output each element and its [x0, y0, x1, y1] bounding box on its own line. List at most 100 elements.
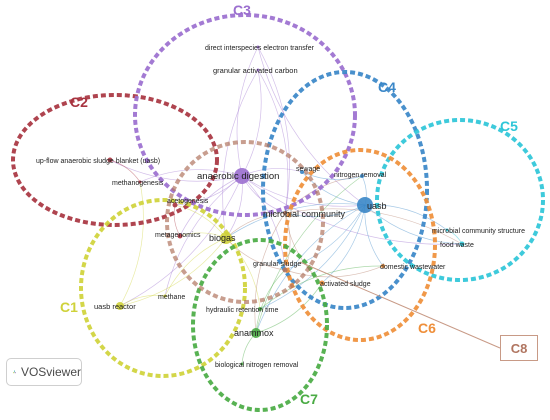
link-anammox-nitrogen-removal — [255, 175, 363, 334]
node-microbial-community[interactable]: microbial community — [263, 209, 346, 219]
node-microbial-community-structure-dot[interactable] — [445, 228, 449, 232]
node-activated-sludge-label: activated sludge — [320, 281, 371, 288]
node-food-waste-label: food waste — [440, 242, 474, 249]
cluster-ring-layer — [11, 13, 545, 412]
node-sewage-dot[interactable] — [300, 170, 304, 174]
node-domestic-wastewater-label: domestic wastewater — [380, 264, 446, 271]
cluster-ring-c7 — [191, 238, 329, 412]
link-direct-interspecies-microbial-community — [257, 46, 290, 214]
link-uasb-reactor-methane — [119, 295, 166, 307]
link-uasb-microbial-community — [284, 204, 366, 218]
node-activated-sludge-dot[interactable] — [319, 280, 325, 286]
cluster-ring-c8 — [165, 140, 325, 304]
node-anaerobic-digestion-dot[interactable] — [234, 168, 250, 184]
link-microbial-community-granular-sludge — [284, 212, 291, 271]
cluster-label-c1: C1 — [60, 299, 78, 315]
node-metagenomics-dot[interactable] — [177, 233, 183, 239]
node-granular-activated-carbon-dot[interactable] — [256, 68, 260, 72]
link-uasb-anammox — [255, 204, 366, 334]
link-microbial-community-anammox — [254, 212, 286, 334]
link-microbial-community-biogas — [225, 212, 286, 239]
node-nitrogen-removal-label: nitrogen removal — [334, 172, 387, 179]
link-uasb-microbial-community-structure — [364, 204, 448, 231]
node-metagenomics[interactable]: metagenomics — [155, 232, 201, 239]
node-uasb-reactor-dot[interactable] — [116, 302, 124, 310]
node-activated-sludge[interactable]: activated sludge — [319, 280, 371, 289]
node-sewage-label: sewage — [296, 166, 320, 173]
link-anaerobic-digestion-uasb-reactor — [119, 175, 243, 307]
node-granular-sludge-dot[interactable] — [282, 267, 288, 273]
node-direct-interspecies-label: direct interspecies electron transfer — [205, 45, 315, 52]
node-sewage[interactable]: sewage — [296, 166, 320, 174]
link-granular-activated-carbon-microbial-community — [257, 69, 289, 214]
node-acetogenesis-dot[interactable] — [172, 202, 178, 208]
link-biogas-hydraulic-retention-time — [225, 237, 261, 310]
node-metagenomics-label: metagenomics — [155, 232, 201, 239]
node-nitrogen-removal-dot[interactable] — [360, 174, 364, 178]
link-uasb-activated-sludge — [321, 204, 366, 284]
vosviewer-badge: VOSviewer — [6, 358, 82, 386]
vosviewer-logo-icon — [13, 370, 16, 374]
cluster-label-c2: C2 — [70, 94, 88, 110]
link-anaerobic-digestion-food-waste — [241, 175, 463, 245]
node-biogas-label: biogas — [209, 233, 236, 243]
node-biological-nitrogen-removal[interactable]: biological nitrogen removal — [215, 362, 299, 369]
node-biogas[interactable]: biogas — [209, 232, 236, 244]
node-direct-interspecies[interactable]: direct interspecies electron transfer — [205, 45, 315, 52]
node-acetogenesis-label: acetogenesis — [167, 198, 209, 205]
node-anaerobic-digestion[interactable]: anaerobic digestion — [197, 168, 279, 184]
link-metagenomics-acetogenesis — [173, 204, 181, 237]
node-methanogenesis[interactable]: methanogenesis — [112, 180, 164, 187]
link-uasb-food-waste — [364, 204, 463, 245]
node-hydraulic-retention-time-label: hydraulic retention time — [206, 307, 278, 314]
node-uasb[interactable]: uasb — [357, 197, 387, 213]
node-food-waste[interactable]: food waste — [440, 241, 474, 250]
node-microbial-community-structure[interactable]: microbial community structure — [432, 228, 525, 235]
cluster-label-c6: C6 — [418, 320, 436, 336]
node-methane-dot[interactable] — [163, 294, 167, 298]
node-upflow-anaerobic-label: up-flow anaerobic sludge blanket (uasb) — [36, 158, 160, 165]
link-layer — [109, 46, 463, 365]
node-uasb-reactor-label: uasb reactor — [94, 302, 136, 311]
link-uasb-reactor-methanogenesis — [119, 181, 144, 307]
node-nitrogen-removal[interactable]: nitrogen removal — [334, 172, 387, 179]
node-uasb-label: uasb — [367, 201, 387, 211]
node-microbial-community-dot[interactable] — [283, 211, 287, 215]
link-upflow-anaerobic-methanogenesis — [109, 159, 141, 183]
node-granular-activated-carbon[interactable]: granular activated carbon — [213, 66, 298, 75]
node-hydraulic-retention-time-dot[interactable] — [258, 307, 262, 311]
node-food-waste-dot[interactable] — [459, 241, 465, 247]
link-anaerobic-digestion-upflow-anaerobic — [109, 159, 243, 182]
cluster-label-c8-text: C8 — [510, 340, 528, 356]
node-anaerobic-digestion-label: anaerobic digestion — [197, 171, 279, 182]
link-anaerobic-digestion-methane — [164, 175, 243, 297]
link-anammox-granular-sludge — [255, 269, 286, 334]
node-uasb-reactor[interactable]: uasb reactor — [94, 302, 136, 311]
node-uasb-dot[interactable] — [357, 197, 373, 213]
cluster-label-c5: C5 — [500, 118, 518, 134]
node-direct-interspecies-dot[interactable] — [256, 45, 260, 49]
node-domestic-wastewater[interactable]: domestic wastewater — [380, 264, 446, 271]
node-methanogenesis-dot[interactable] — [138, 180, 142, 184]
link-uasb-hydraulic-retention-time — [259, 204, 366, 310]
node-anammox[interactable]: anammox — [234, 328, 274, 338]
node-domestic-wastewater-dot[interactable] — [381, 264, 385, 268]
node-biogas-dot[interactable] — [220, 232, 232, 244]
cluster-label-c4: C4 — [378, 79, 396, 95]
node-biological-nitrogen-removal-label: biological nitrogen removal — [215, 362, 299, 369]
link-granular-activated-carbon-biogas — [222, 69, 259, 239]
node-acetogenesis[interactable]: acetogenesis — [167, 198, 209, 208]
cluster-ring-c3 — [133, 13, 357, 217]
node-biological-nitrogen-removal-dot[interactable] — [240, 362, 244, 366]
node-upflow-anaerobic[interactable]: up-flow anaerobic sludge blanket (uasb) — [36, 157, 160, 166]
node-hydraulic-retention-time[interactable]: hydraulic retention time — [206, 307, 278, 314]
link-anaerobic-digestion-direct-interspecies — [236, 46, 259, 177]
link-anaerobic-digestion-granular-sludge — [241, 175, 286, 271]
cluster-ring-c4 — [261, 70, 429, 310]
node-upflow-anaerobic-dot[interactable] — [107, 157, 113, 163]
cluster-ring-c5 — [375, 118, 545, 282]
cluster-label-c8-box: C8 — [500, 335, 538, 361]
node-granular-sludge[interactable]: granular sludge — [253, 261, 301, 273]
node-methane[interactable]: methane — [158, 294, 185, 301]
node-anammox-dot[interactable] — [251, 328, 261, 338]
